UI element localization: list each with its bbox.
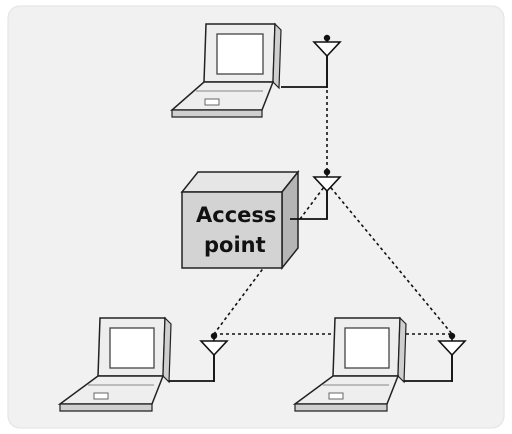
access-point-top-face bbox=[180, 171, 300, 193]
laptop-top-screen bbox=[216, 33, 264, 75]
laptop-bottom-left-touchpad bbox=[93, 392, 109, 400]
link-ap-to-bottom-left bbox=[213, 182, 328, 335]
laptop-bottom-left-lid-side bbox=[162, 316, 172, 384]
antenna-bottom-right-icon bbox=[437, 332, 467, 382]
wireless-links bbox=[213, 90, 453, 335]
access-point: Access point bbox=[180, 169, 328, 271]
laptop-top-base-front bbox=[171, 109, 263, 118]
link-ap-to-bottom-right bbox=[326, 182, 453, 335]
laptop-top-touchpad bbox=[204, 98, 220, 106]
antenna-bottom-left-icon bbox=[199, 332, 229, 382]
antenna-ap-icon bbox=[312, 168, 342, 219]
antenna-top-icon bbox=[312, 34, 342, 88]
laptop-bottom-left-base-front bbox=[59, 403, 153, 412]
laptop-bottom-left bbox=[57, 316, 215, 412]
laptop-bottom-right-lid-side bbox=[397, 316, 407, 384]
access-point-label-line1: Access bbox=[196, 203, 276, 227]
laptop-bottom-right bbox=[292, 316, 453, 412]
laptop-bottom-left-screen bbox=[109, 327, 155, 369]
access-point-front-face bbox=[181, 191, 283, 269]
laptop-bottom-right-touchpad bbox=[328, 392, 344, 400]
laptop-top bbox=[170, 22, 328, 118]
laptop-bottom-right-base-front bbox=[294, 403, 388, 412]
laptop-bottom-right-screen bbox=[344, 327, 390, 369]
laptop-top-lid-side bbox=[272, 22, 282, 90]
access-point-label-line2: point bbox=[204, 233, 266, 257]
